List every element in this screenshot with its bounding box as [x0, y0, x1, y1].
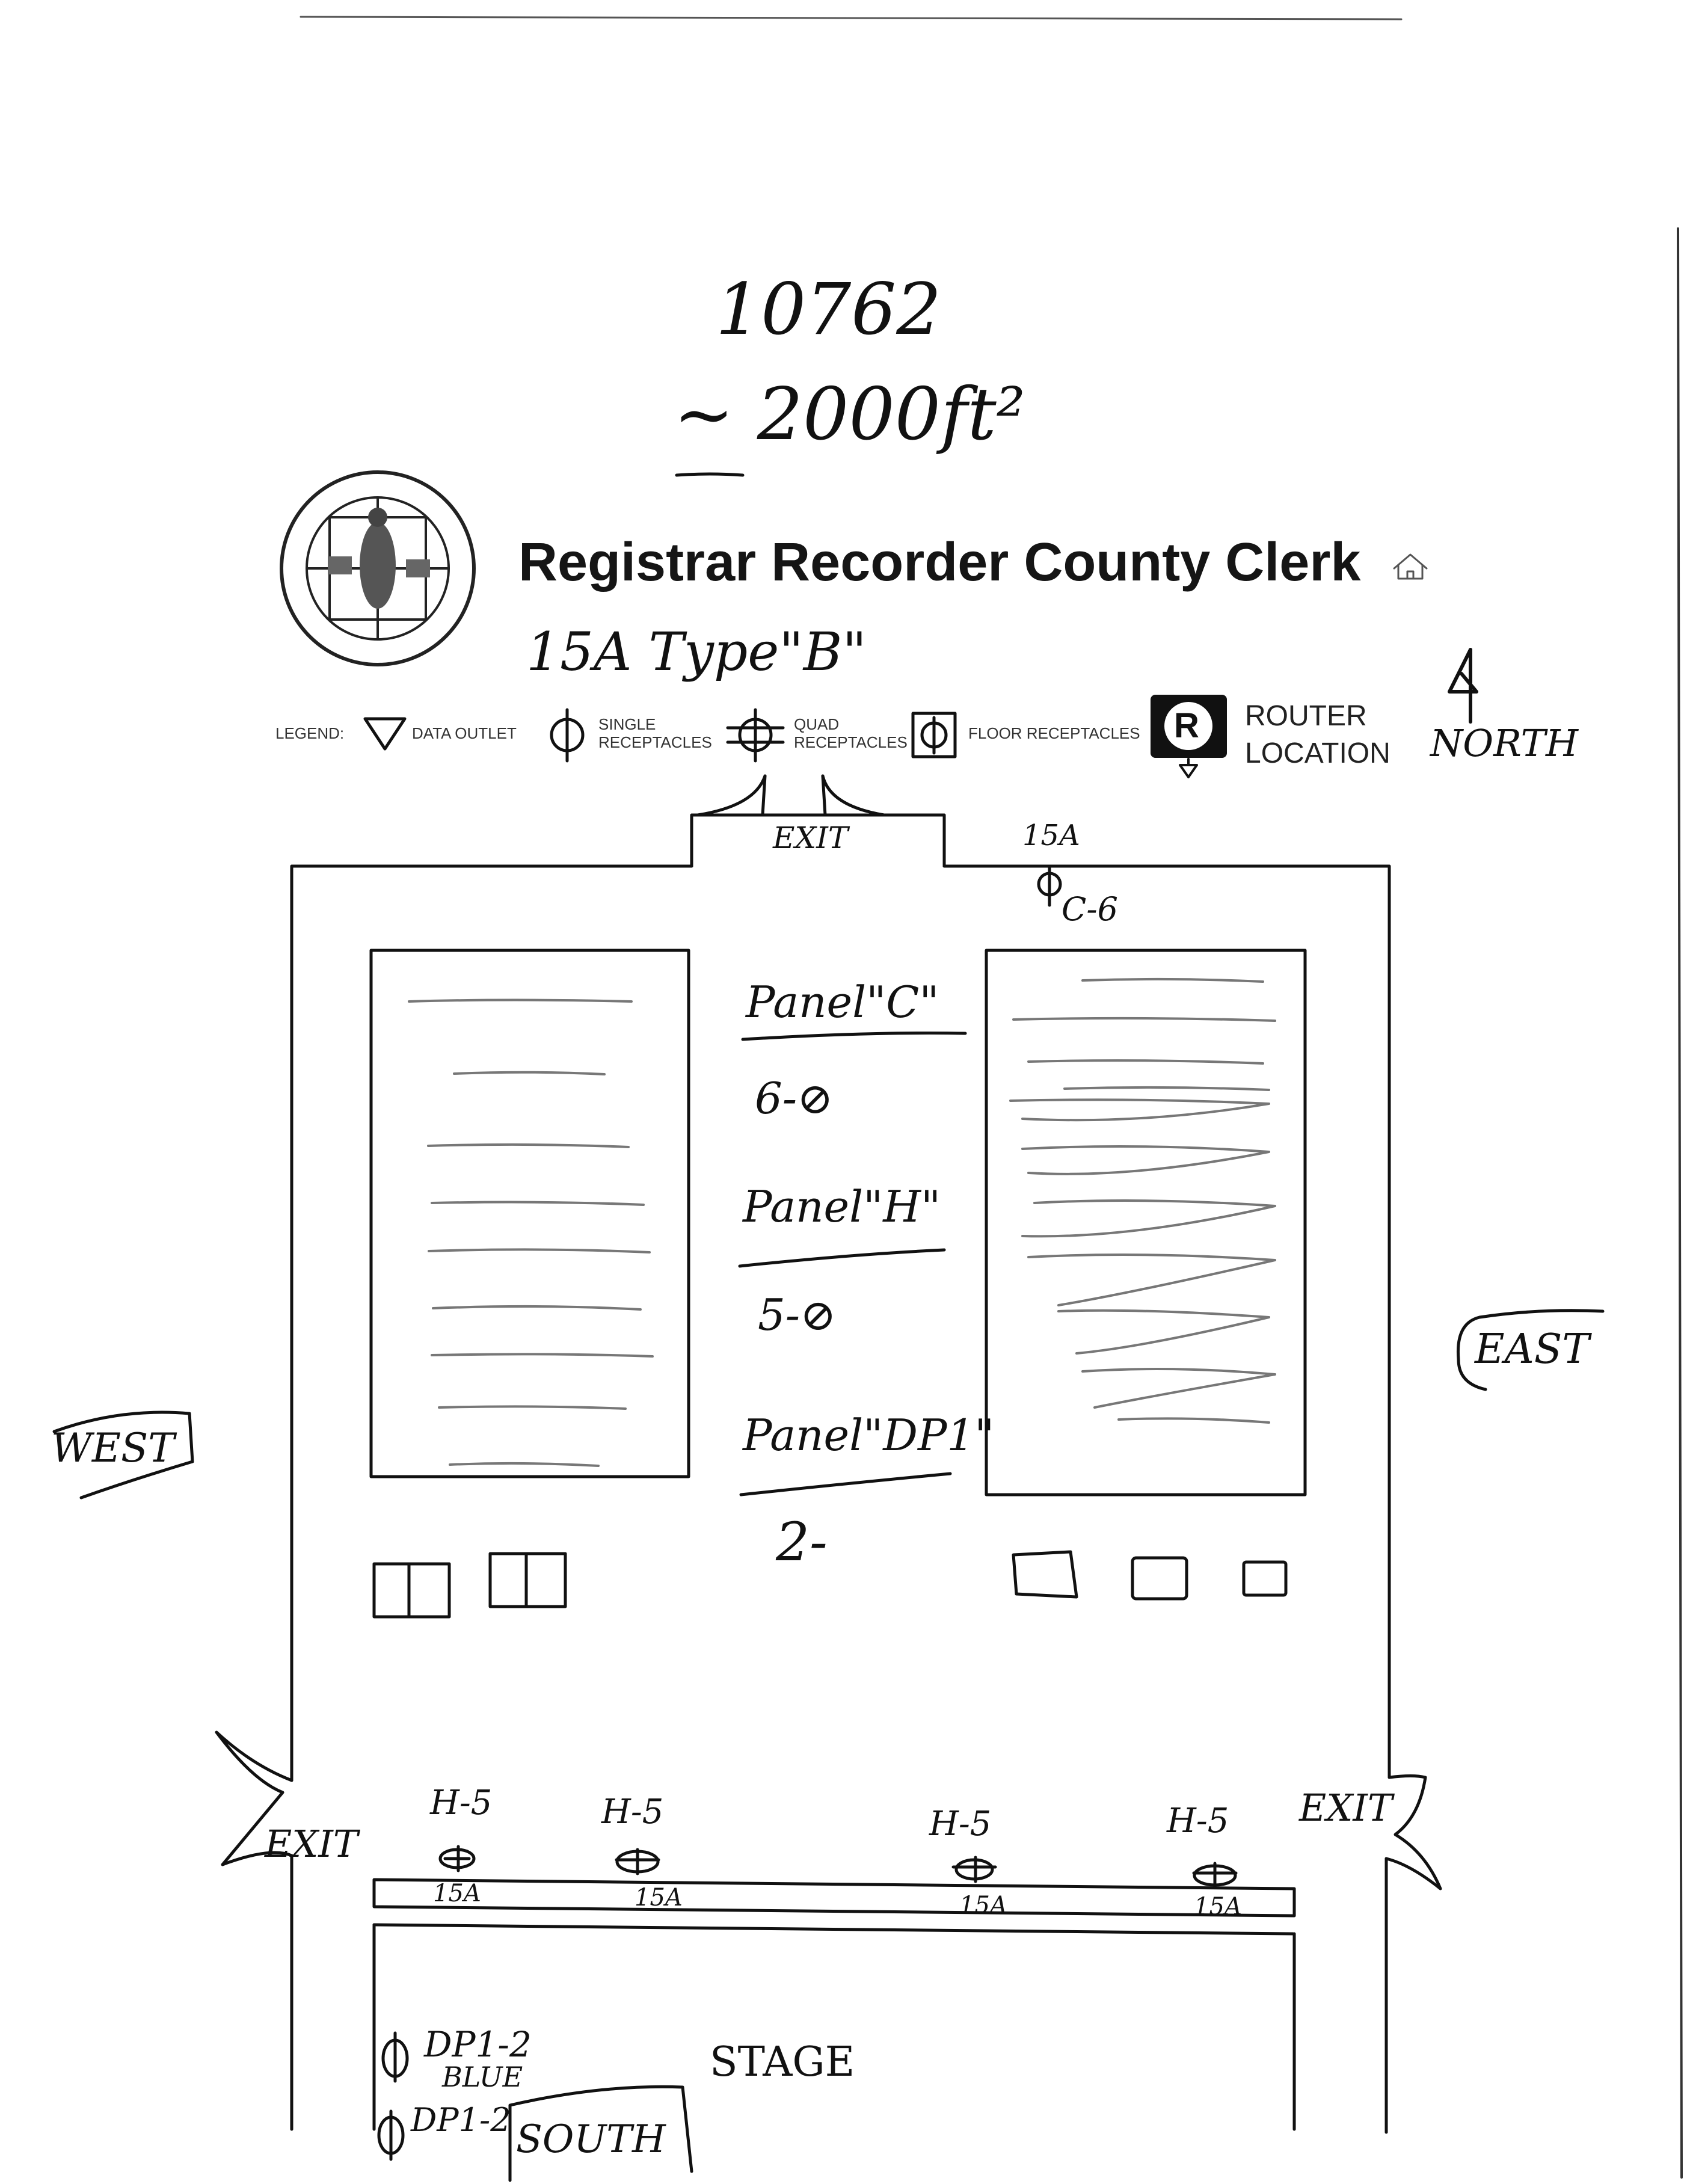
legend-single-receptacle-label: SINGLE RECEPTACLES: [598, 715, 712, 751]
seat-box-right-3: [1242, 1560, 1288, 1597]
stage-outlet-2-amp: 15A: [635, 1884, 683, 1912]
stage-outlet-3-circuit: H-5: [929, 1804, 992, 1844]
top-outlet-circuit: C-6: [1062, 890, 1118, 928]
data-outlet-icon: [363, 717, 407, 751]
east-exit-door: [1384, 1774, 1442, 1890]
room-wall-east-north: [942, 864, 1391, 1779]
panel-dp1-value: 2-: [776, 1511, 828, 1573]
router-icon: [1151, 695, 1227, 778]
router-letter: R: [1174, 706, 1199, 745]
top-receptacle: [1037, 864, 1062, 907]
scan-edge-line: [1677, 227, 1683, 2179]
legend-floor-receptacle-label: FLOOR RECEPTACLES: [968, 724, 1140, 742]
room-wall-west-north: [290, 864, 693, 1782]
page-title: Registrar Recorder County Clerk: [518, 532, 1361, 592]
top-exit-door-left: [696, 774, 767, 817]
single-receptacle-icon: [550, 708, 585, 763]
stage-outlet-dp1-label: DP1-2: [424, 2024, 532, 2065]
seating-block-right: [985, 949, 1307, 1497]
north-arrow-icon: [1448, 648, 1478, 724]
stage-floor-receptacle-1: [381, 2031, 409, 2083]
north-label: NORTH: [1430, 721, 1579, 765]
west-label-frame: [52, 1410, 194, 1500]
stage-front-edge: [372, 1878, 1296, 1918]
west-exit-door: [215, 1730, 293, 1866]
router-label-line1: ROUTER: [1245, 700, 1367, 732]
seating-rows-right: [1009, 977, 1276, 1424]
stage-receptacle-3: [951, 1856, 997, 1883]
county-seal-logo: [280, 470, 476, 666]
exit-label-east: EXIT: [1299, 1786, 1393, 1830]
top-outlet-amp: 15A: [1022, 819, 1080, 852]
stage-floor-receptacle-2: [377, 2109, 405, 2161]
stage-outlet-blue-note: BLUE: [442, 2061, 523, 2093]
top-exit-alcove: [690, 813, 946, 868]
stage-edge-line: [372, 1923, 1295, 1936]
stage-outlet-4-circuit: H-5: [1167, 1801, 1229, 1841]
exit-label-west: EXIT: [265, 1822, 358, 1866]
panel-h-underline: [738, 1248, 946, 1268]
quad-receptacle-icon: [726, 708, 785, 763]
panel-dp1-name: Panel"DP1": [743, 1410, 995, 1460]
stage-receptacle-1: [438, 1845, 476, 1872]
home-icon: [1393, 553, 1428, 580]
legend-label: LEGEND:: [275, 724, 345, 742]
legend-data-outlet-label: DATA OUTLET: [412, 724, 517, 742]
floor-receptacle-icon: [911, 712, 957, 758]
stage-outlet-2-circuit: H-5: [601, 1792, 664, 1832]
seat-box-right-1: [1012, 1550, 1078, 1599]
panel-h-name: Panel"H": [743, 1181, 941, 1232]
seat-box-right-2: [1131, 1556, 1188, 1601]
area-note: ~ 2000ft²: [674, 373, 1025, 457]
stage-receptacle-4: [1192, 1862, 1238, 1889]
top-exit-door-left-leaf: [761, 774, 767, 817]
seat-box-left-2: [488, 1552, 567, 1608]
stage-outlet-1-amp: 15A: [433, 1880, 481, 1907]
type-note: 15A Type"B": [526, 621, 867, 683]
east-label: EAST: [1475, 1326, 1590, 1373]
scan-edge-line: [300, 16, 1403, 20]
panel-c-underline: [741, 1031, 967, 1041]
stage-outlet-1-circuit: H-5: [430, 1783, 493, 1823]
router-label-line2: LOCATION: [1245, 737, 1390, 770]
job-number: 10762: [716, 268, 942, 351]
seating-rows-left: [408, 998, 654, 1467]
stage-outlet-3-amp: 15A: [959, 1892, 1007, 1919]
top-exit-door-right-leaf: [821, 774, 827, 817]
stage-outlet-4-amp: 15A: [1194, 1893, 1242, 1921]
stage-label: STAGE: [710, 2038, 855, 2086]
seat-box-left-1: [372, 1562, 451, 1619]
area-underline: [675, 472, 745, 477]
router-location-label: ROUTER LOCATION: [1245, 698, 1390, 773]
stage-outlet-dp1-label-2: DP1-2: [411, 2101, 511, 2139]
exit-label-top: EXIT: [773, 820, 849, 855]
panel-dp1-underline: [739, 1472, 952, 1497]
top-exit-door-right: [821, 774, 886, 817]
east-label-frame: [1456, 1309, 1605, 1391]
panel-h-value: 5-⊘: [758, 1290, 837, 1340]
panel-c-value: 6-⊘: [755, 1073, 834, 1124]
west-label: WEST: [51, 1425, 175, 1471]
south-label-frame: [508, 2085, 693, 2182]
seating-block-left: [369, 949, 690, 1478]
panel-c-name: Panel"C": [746, 977, 939, 1027]
stage-receptacle-2: [615, 1848, 660, 1875]
legend-quad-receptacle-label: QUAD RECEPTACLES: [794, 715, 908, 751]
south-label: SOUTH: [516, 2117, 666, 2162]
